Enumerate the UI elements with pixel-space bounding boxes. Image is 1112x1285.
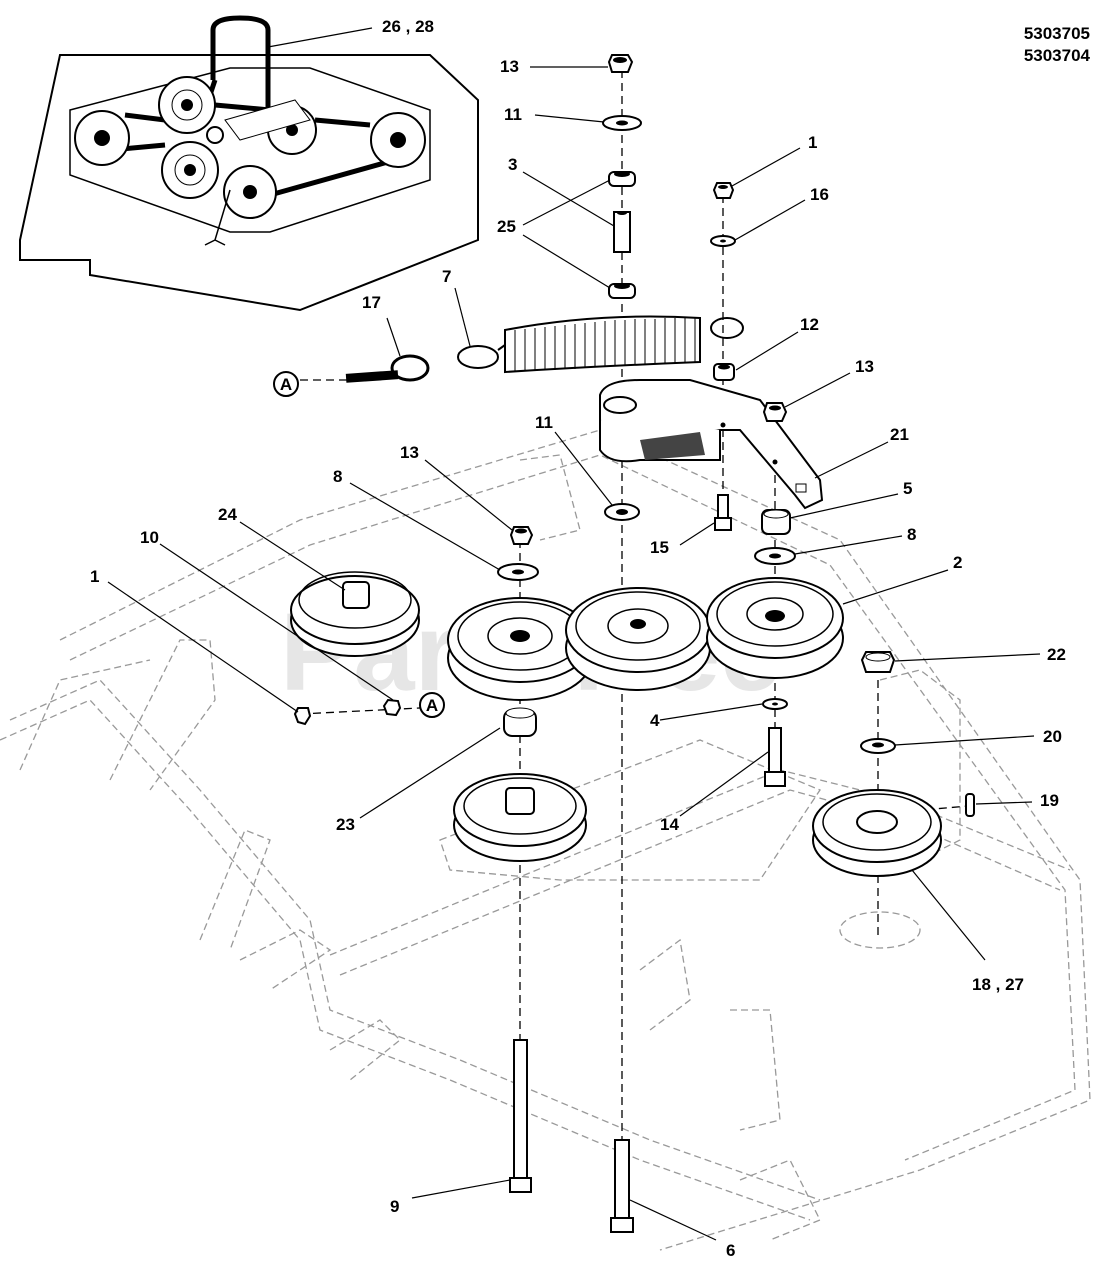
callout-6: 6 [726, 1241, 735, 1260]
bolt-short [714, 494, 732, 531]
callout-leader-lines [107, 66, 1041, 1241]
bearing-upper [608, 171, 636, 187]
idler-arm [599, 379, 824, 510]
mower-deck-outline [0, 429, 1091, 1251]
pulley-24-left [290, 571, 420, 657]
inset-pulley-bottom [223, 165, 277, 219]
nut-1-left [293, 707, 312, 726]
model-number-1: 5303705 [1023, 24, 1090, 43]
callout-1: 1 [808, 133, 817, 152]
model-number-2: 5303704 [1023, 46, 1090, 65]
callout-21: 21 [890, 425, 909, 444]
key-19 [965, 793, 975, 817]
callout-24: 24 [218, 505, 237, 524]
callout-4: 4 [650, 711, 660, 730]
svg-text:A: A [280, 375, 292, 394]
locknut-left [509, 526, 534, 545]
extension-spring [457, 315, 744, 374]
nut-10 [382, 698, 402, 717]
bolt-6 [610, 1139, 634, 1233]
eyebolt [345, 354, 430, 383]
pulley-idler-2 [706, 577, 844, 679]
callout-23: 23 [336, 815, 355, 834]
svg-text:A: A [426, 696, 438, 715]
belt-routing-inset [19, 15, 479, 312]
callout-16: 16 [810, 185, 829, 204]
callout-5: 5 [903, 479, 912, 498]
callout-labels: 26 , 28 13 11 3 25 1 16 7 17 12 13 11 21… [90, 17, 1066, 1260]
callout-13-arm: 13 [855, 357, 874, 376]
inset-pulley-top [158, 76, 216, 134]
washer-lower [604, 503, 640, 521]
callout-7: 7 [442, 267, 451, 286]
washer-20 [860, 738, 896, 754]
washer-4 [762, 698, 788, 710]
callout-15: 15 [650, 538, 669, 557]
callout-12: 12 [800, 315, 819, 334]
callout-11: 11 [504, 105, 522, 124]
callout-2: 2 [953, 553, 962, 572]
washer-top [602, 115, 642, 131]
washer-right [754, 547, 796, 565]
callout-8-right: 8 [907, 525, 916, 544]
bolt-9 [509, 1039, 532, 1193]
locknut-top [607, 54, 634, 73]
callout-14: 14 [660, 815, 679, 834]
callout-1-left: 1 [90, 567, 99, 586]
washer-left [497, 563, 539, 581]
reference-marker-a-top: A [273, 371, 299, 397]
bolt-14 [764, 727, 786, 787]
inset-pulley-left [74, 110, 130, 166]
locknut-right [712, 182, 735, 199]
nut-22 [860, 651, 896, 673]
callout-9: 9 [390, 1197, 399, 1216]
pulley-bottom-right [812, 789, 942, 877]
inset-pulley-far-right [370, 112, 426, 168]
pulley-center [565, 587, 711, 691]
bearing-lower [608, 283, 636, 299]
callout-26-28: 26 , 28 [382, 17, 434, 36]
callout-17: 17 [362, 293, 381, 312]
callout-22: 22 [1047, 645, 1066, 664]
spacer-tube [613, 211, 631, 253]
callout-10: 10 [140, 528, 159, 547]
washer-small [710, 235, 736, 247]
callout-3: 3 [508, 155, 517, 174]
callout-25: 25 [497, 217, 516, 236]
callout-11-lower: 11 [535, 413, 553, 432]
callout-13-left: 13 [400, 443, 419, 462]
callout-18-27: 18 , 27 [972, 975, 1024, 994]
spacer-23 [503, 707, 537, 737]
callout-19: 19 [1040, 791, 1059, 810]
reference-marker-a-bottom: A [419, 692, 445, 718]
pulley-bottom-left [453, 773, 587, 862]
callout-20: 20 [1043, 727, 1062, 746]
inset-pulley-center [161, 141, 219, 199]
pulley-idler-8 [447, 597, 593, 701]
spacer-nut [713, 363, 735, 381]
callout-13: 13 [500, 57, 519, 76]
callout-8: 8 [333, 467, 342, 486]
locknut-arm [762, 402, 788, 422]
spacer-sleeve [761, 509, 791, 535]
